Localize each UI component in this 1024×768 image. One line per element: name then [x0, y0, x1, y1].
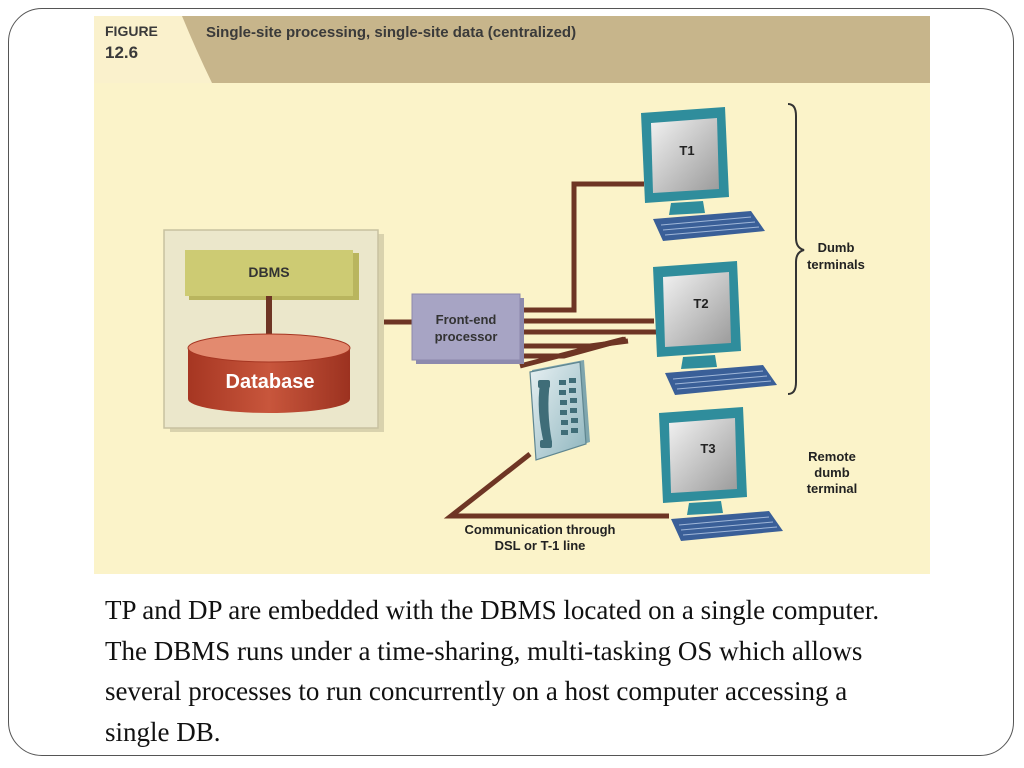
dumb-terminals-label-line1: Dumb	[818, 240, 855, 255]
terminal-t1: T1	[641, 107, 765, 241]
network-wires	[377, 181, 669, 519]
terminal-t1-label: T1	[679, 143, 694, 158]
paragraph-2: The DBMS runs under a time-sharing, mult…	[105, 635, 863, 747]
dumb-terminals-label-line2: terminals	[807, 257, 865, 272]
figure-label: FIGURE	[105, 23, 158, 39]
telephone-icon	[529, 360, 590, 461]
figure-header-band	[94, 16, 930, 83]
database-label: Database	[226, 371, 315, 393]
terminal-t3-label: T3	[700, 441, 715, 456]
figure-label-tab	[94, 16, 212, 83]
communication-label-line2: DSL or T-1 line	[495, 538, 586, 553]
dbms-label: DBMS	[248, 264, 289, 280]
front-end-processor	[411, 293, 521, 361]
terminal-t2: T2	[653, 261, 777, 395]
figure-12-6: FIGURE 12.6 Single-site processing, sing…	[94, 16, 930, 574]
slide-body-text: TP and DP are embedded with the DBMS loc…	[105, 590, 905, 752]
terminal-t3: T3	[659, 407, 783, 541]
figure-title: Single-site processing, single-site data…	[206, 24, 576, 41]
front-end-label-line1: Front-end	[436, 312, 497, 327]
database-cylinder	[187, 333, 351, 413]
remote-label-line1: Remote	[808, 449, 856, 464]
terminal-t2-label: T2	[693, 296, 708, 311]
front-end-label-line2: processor	[435, 329, 498, 344]
dbms-box	[185, 250, 353, 296]
communication-label-line1: Communication through	[465, 522, 616, 537]
remote-label-line2: dumb	[814, 465, 849, 480]
figure-number: 12.6	[105, 43, 138, 62]
paragraph-1: TP and DP are embedded with the DBMS loc…	[105, 595, 880, 625]
dumb-terminals-brace	[787, 103, 805, 395]
remote-label-line3: terminal	[807, 481, 858, 496]
